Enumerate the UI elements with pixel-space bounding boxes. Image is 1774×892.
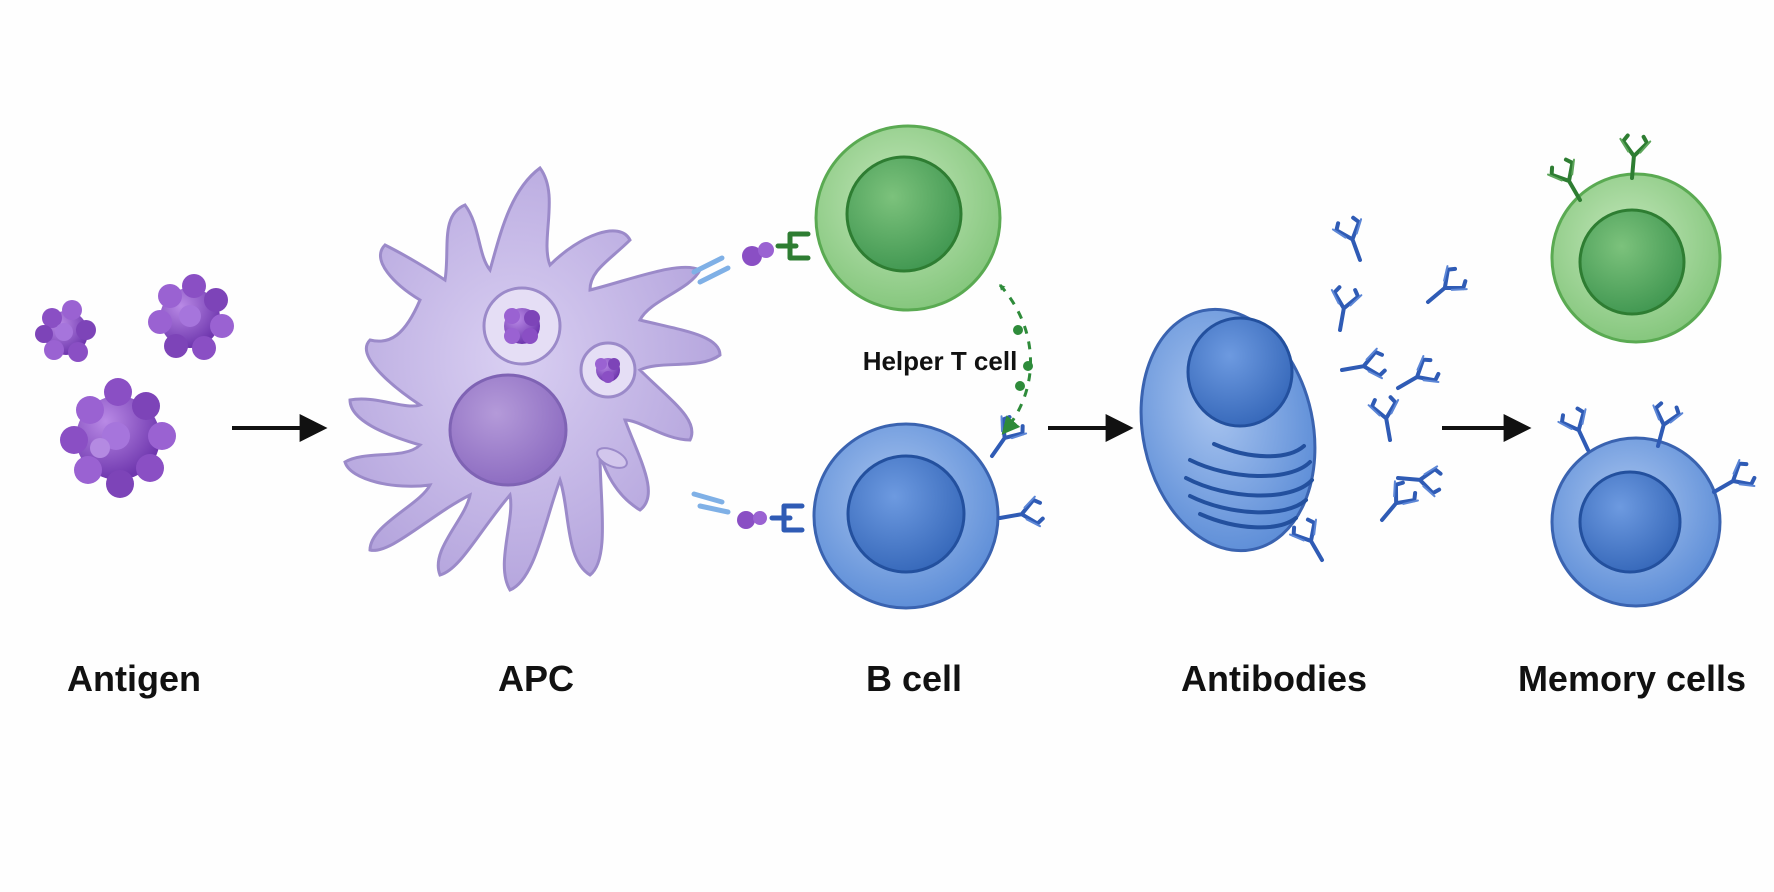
apc-label: APC	[497, 658, 575, 699]
plasma-nucleus	[1186, 316, 1294, 428]
apc-organelle	[596, 447, 628, 469]
apc-nucleus	[448, 373, 568, 487]
memory-cells-label: Memory cells	[1517, 658, 1747, 699]
b-cell-receptor-right	[995, 493, 1046, 535]
antigen-label: Antigen	[67, 658, 201, 699]
t-b-interaction-arrow	[998, 284, 1033, 435]
memory-b-cell	[1550, 399, 1760, 608]
apc-cell	[343, 165, 811, 592]
mhc-complex-top	[691, 231, 811, 285]
helper-t-cell	[814, 124, 1002, 312]
secreted-antibodies	[1286, 213, 1472, 570]
plasma-er	[1184, 442, 1314, 530]
antigen-particle-small	[35, 300, 96, 362]
antibodies-label: Antibodies	[1181, 658, 1367, 699]
helper-t-cell-label: Helper T cell	[862, 346, 1018, 376]
bcr-receptor	[769, 503, 805, 533]
b-cell-receptor-top	[977, 410, 1031, 467]
t-cell-nucleus	[845, 155, 963, 273]
b-cell-nucleus	[846, 454, 966, 574]
antigen-particle-large	[60, 378, 176, 498]
antigen-particle-medium	[148, 274, 234, 360]
mhc-complex-bottom	[691, 491, 805, 533]
tcr-receptor	[775, 231, 811, 261]
memory-t-cell	[1544, 132, 1722, 344]
apc-vesicle-antigen-small	[595, 358, 620, 383]
plasma-cell	[1139, 307, 1317, 553]
memory-t-receptor-right	[1615, 132, 1653, 182]
b-cell-label: B cell	[865, 658, 963, 699]
apc-vesicle-antigen-large	[504, 308, 540, 344]
antigen-cluster	[35, 274, 234, 498]
b-cell	[812, 410, 1046, 610]
